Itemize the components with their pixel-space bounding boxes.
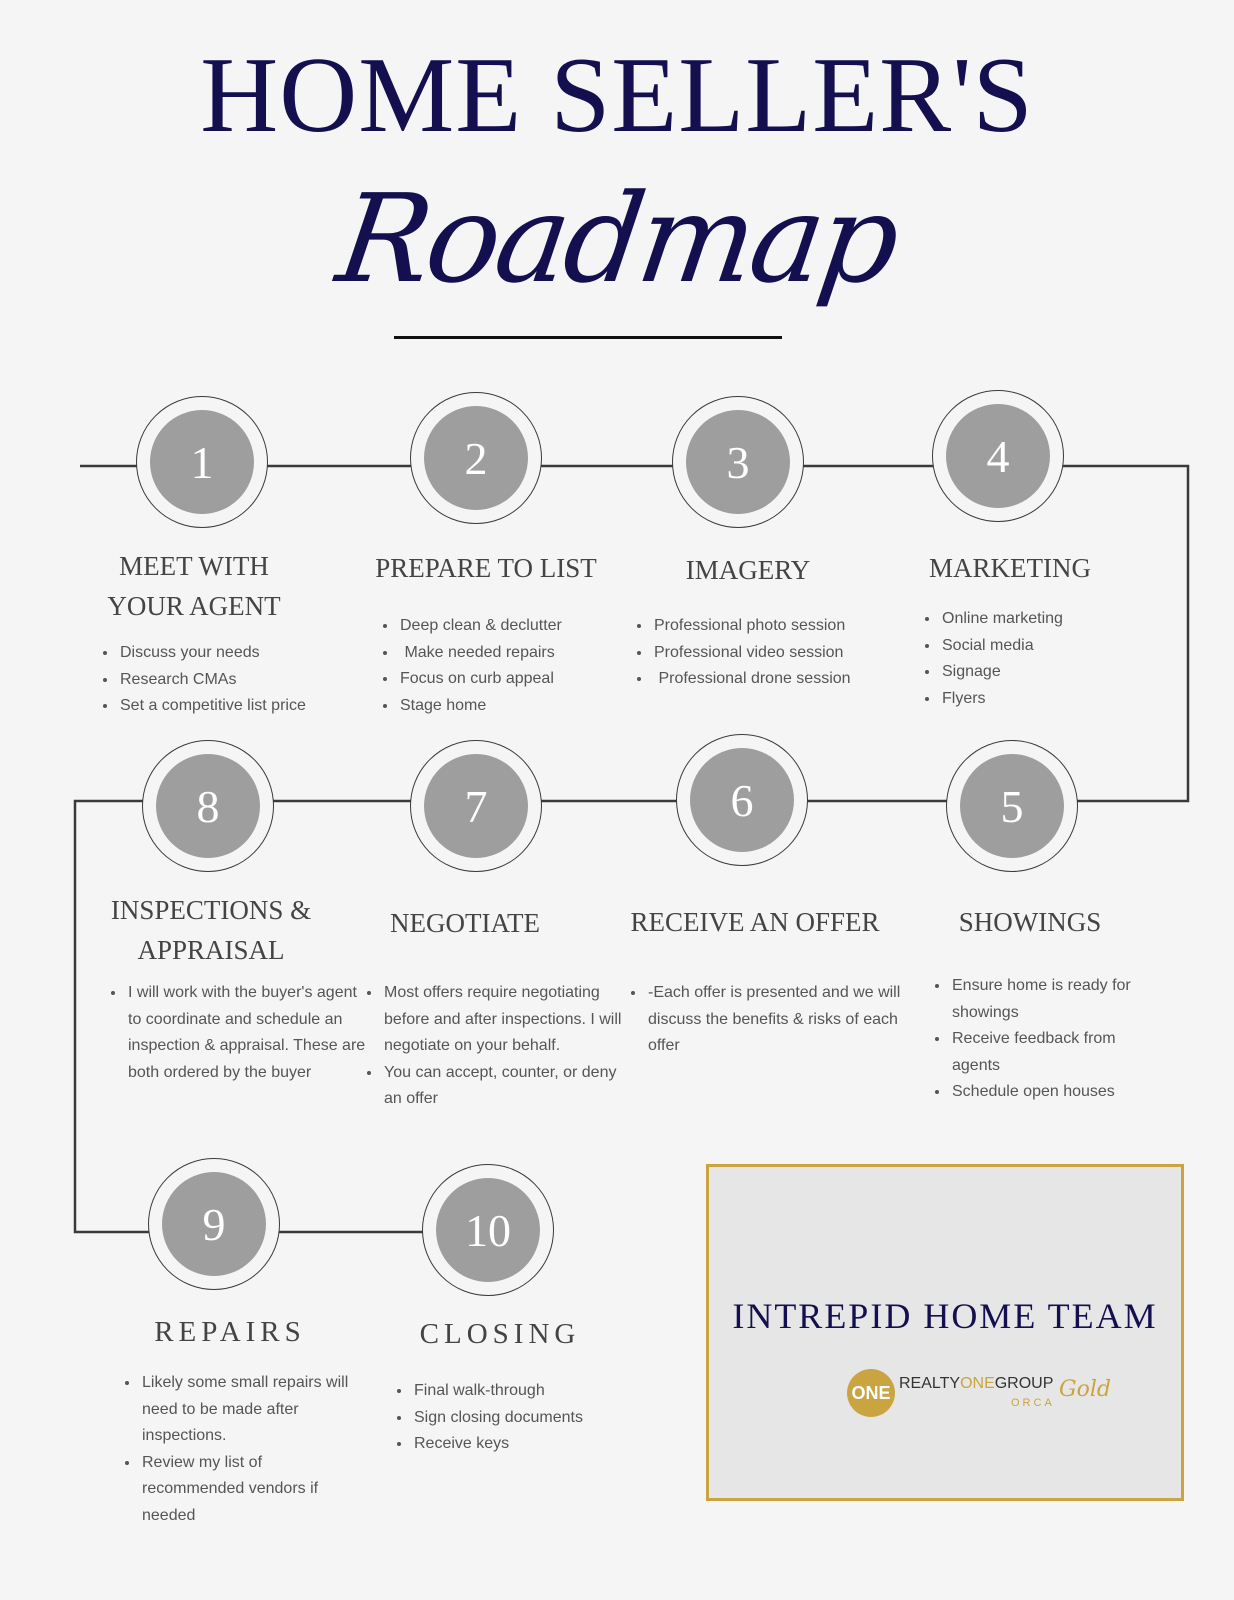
list-item: Most offers require negotiating before a… xyxy=(382,980,637,1060)
list-item: You can accept, counter, or deny an offe… xyxy=(382,1060,637,1113)
list-item: I will work with the buyer's agent to co… xyxy=(126,980,366,1086)
step-1-heading: MEET WITH YOUR AGENT xyxy=(107,551,281,621)
list-item: Receive feedback from agents xyxy=(950,1026,1150,1079)
brokerage-name: REALTYONEGROUP xyxy=(899,1375,1054,1392)
step-3-number: 3 xyxy=(686,410,790,514)
brokerage-office: ORCA xyxy=(1011,1397,1055,1409)
step-5-heading: SHOWINGS xyxy=(958,907,1102,937)
step-10-bullets: Final walk-through Sign closing document… xyxy=(392,1378,642,1458)
list-item: Professional photo session xyxy=(652,613,912,640)
step-5-bullets: Ensure home is ready for showings Receiv… xyxy=(930,973,1150,1106)
step-9-bullets: Likely some small repairs will need to b… xyxy=(120,1370,350,1529)
list-item: Ensure home is ready for showings xyxy=(950,973,1150,1026)
list-item: Online marketing xyxy=(940,606,1140,633)
list-item: Schedule open houses xyxy=(950,1079,1150,1106)
step-6-heading: RECEIVE AN OFFER xyxy=(630,907,880,937)
list-item: Professional video session xyxy=(652,640,912,667)
list-item: Deep clean & declutter xyxy=(398,613,628,640)
list-item: Sign closing documents xyxy=(412,1405,642,1432)
step-9-heading: REPAIRS xyxy=(154,1316,306,1348)
step-7-circle: 7 xyxy=(410,740,542,872)
step-4-heading: MARKETING xyxy=(929,553,1091,583)
step-7-number: 7 xyxy=(424,754,528,858)
step-3-heading: IMAGERY xyxy=(685,555,811,585)
step-2-number: 2 xyxy=(424,406,528,510)
step-3-bullets: Professional photo session Professional … xyxy=(632,613,912,693)
list-item: Discuss your needs xyxy=(118,640,368,667)
realty-one-logo-icon: ONE xyxy=(847,1369,895,1417)
step-2-circle: 2 xyxy=(410,392,542,524)
list-item: -Each offer is presented and we will dis… xyxy=(646,980,911,1060)
team-name: INTREPID HOME TEAM xyxy=(732,1296,1158,1336)
step-10-circle: 10 xyxy=(422,1164,554,1296)
step-1-circle: 1 xyxy=(136,396,268,528)
list-item: Receive keys xyxy=(412,1431,642,1458)
step-8-heading: INSPECTIONS & APPRAISAL xyxy=(110,895,312,965)
list-item: Set a competitive list price xyxy=(118,693,368,720)
step-8-bullets: I will work with the buyer's agent to co… xyxy=(106,980,366,1086)
title-underline xyxy=(394,336,782,339)
list-item: Flyers xyxy=(940,686,1140,713)
step-3-circle: 3 xyxy=(672,396,804,528)
step-4-circle: 4 xyxy=(932,390,1064,522)
step-10-heading: CLOSING xyxy=(419,1318,581,1350)
list-item: Signage xyxy=(940,659,1140,686)
page-title: HOME SELLER'S xyxy=(200,36,1034,155)
list-item: Focus on curb appeal xyxy=(398,666,628,693)
step-9-number: 9 xyxy=(162,1172,266,1276)
step-4-number: 4 xyxy=(946,404,1050,508)
step-4-bullets: Online marketing Social media Signage Fl… xyxy=(920,606,1140,712)
step-5-number: 5 xyxy=(960,754,1064,858)
step-6-bullets: -Each offer is presented and we will dis… xyxy=(626,980,911,1060)
list-item: Likely some small repairs will need to b… xyxy=(140,1370,350,1450)
list-item: Professional drone session xyxy=(652,666,912,693)
step-7-bullets: Most offers require negotiating before a… xyxy=(362,980,637,1113)
step-8-circle: 8 xyxy=(142,740,274,872)
step-9-circle: 9 xyxy=(148,1158,280,1290)
step-7-heading: NEGOTIATE xyxy=(390,908,540,938)
step-8-number: 8 xyxy=(156,754,260,858)
step-2-bullets: Deep clean & declutter Make needed repai… xyxy=(378,613,628,719)
brokerage-gold-mark: Gold xyxy=(1059,1377,1111,1402)
list-item: Social media xyxy=(940,633,1140,660)
step-2-heading: PREPARE TO LIST xyxy=(375,553,597,583)
team-card: INTREPID HOME TEAM ONE REALTYONEGROUP OR… xyxy=(706,1164,1184,1501)
step-1-number: 1 xyxy=(150,410,254,514)
step-1-bullets: Discuss your needs Research CMAs Set a c… xyxy=(98,640,368,720)
list-item: Research CMAs xyxy=(118,667,368,694)
list-item: Make needed repairs xyxy=(398,640,628,667)
step-6-number: 6 xyxy=(690,748,794,852)
step-5-circle: 5 xyxy=(946,740,1078,872)
step-10-number: 10 xyxy=(436,1178,540,1282)
list-item: Stage home xyxy=(398,693,628,720)
list-item: Final walk-through xyxy=(412,1378,642,1405)
step-6-circle: 6 xyxy=(676,734,808,866)
list-item: Review my list of recommended vendors if… xyxy=(140,1450,350,1530)
